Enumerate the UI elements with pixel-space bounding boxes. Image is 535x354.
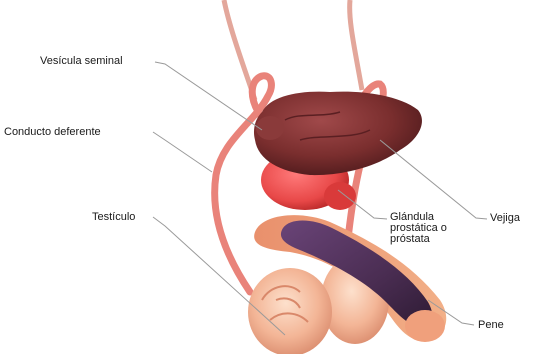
leader-conducto-deferente [153, 132, 212, 172]
label-vesicula-seminal: Vesícula seminal [40, 56, 123, 67]
label-conducto-deferente: Conducto deferente [4, 127, 101, 138]
label-testiculo: Testículo [92, 212, 135, 223]
seminal-vesicle [256, 116, 284, 140]
glans [405, 310, 445, 342]
testicle-front [248, 268, 332, 354]
label-vejiga: Vejiga [490, 213, 520, 224]
label-glandula-prostatica: Glándula prostática o próstata [390, 212, 468, 245]
ureter-right [350, 0, 362, 90]
label-pene: Pene [478, 320, 504, 331]
